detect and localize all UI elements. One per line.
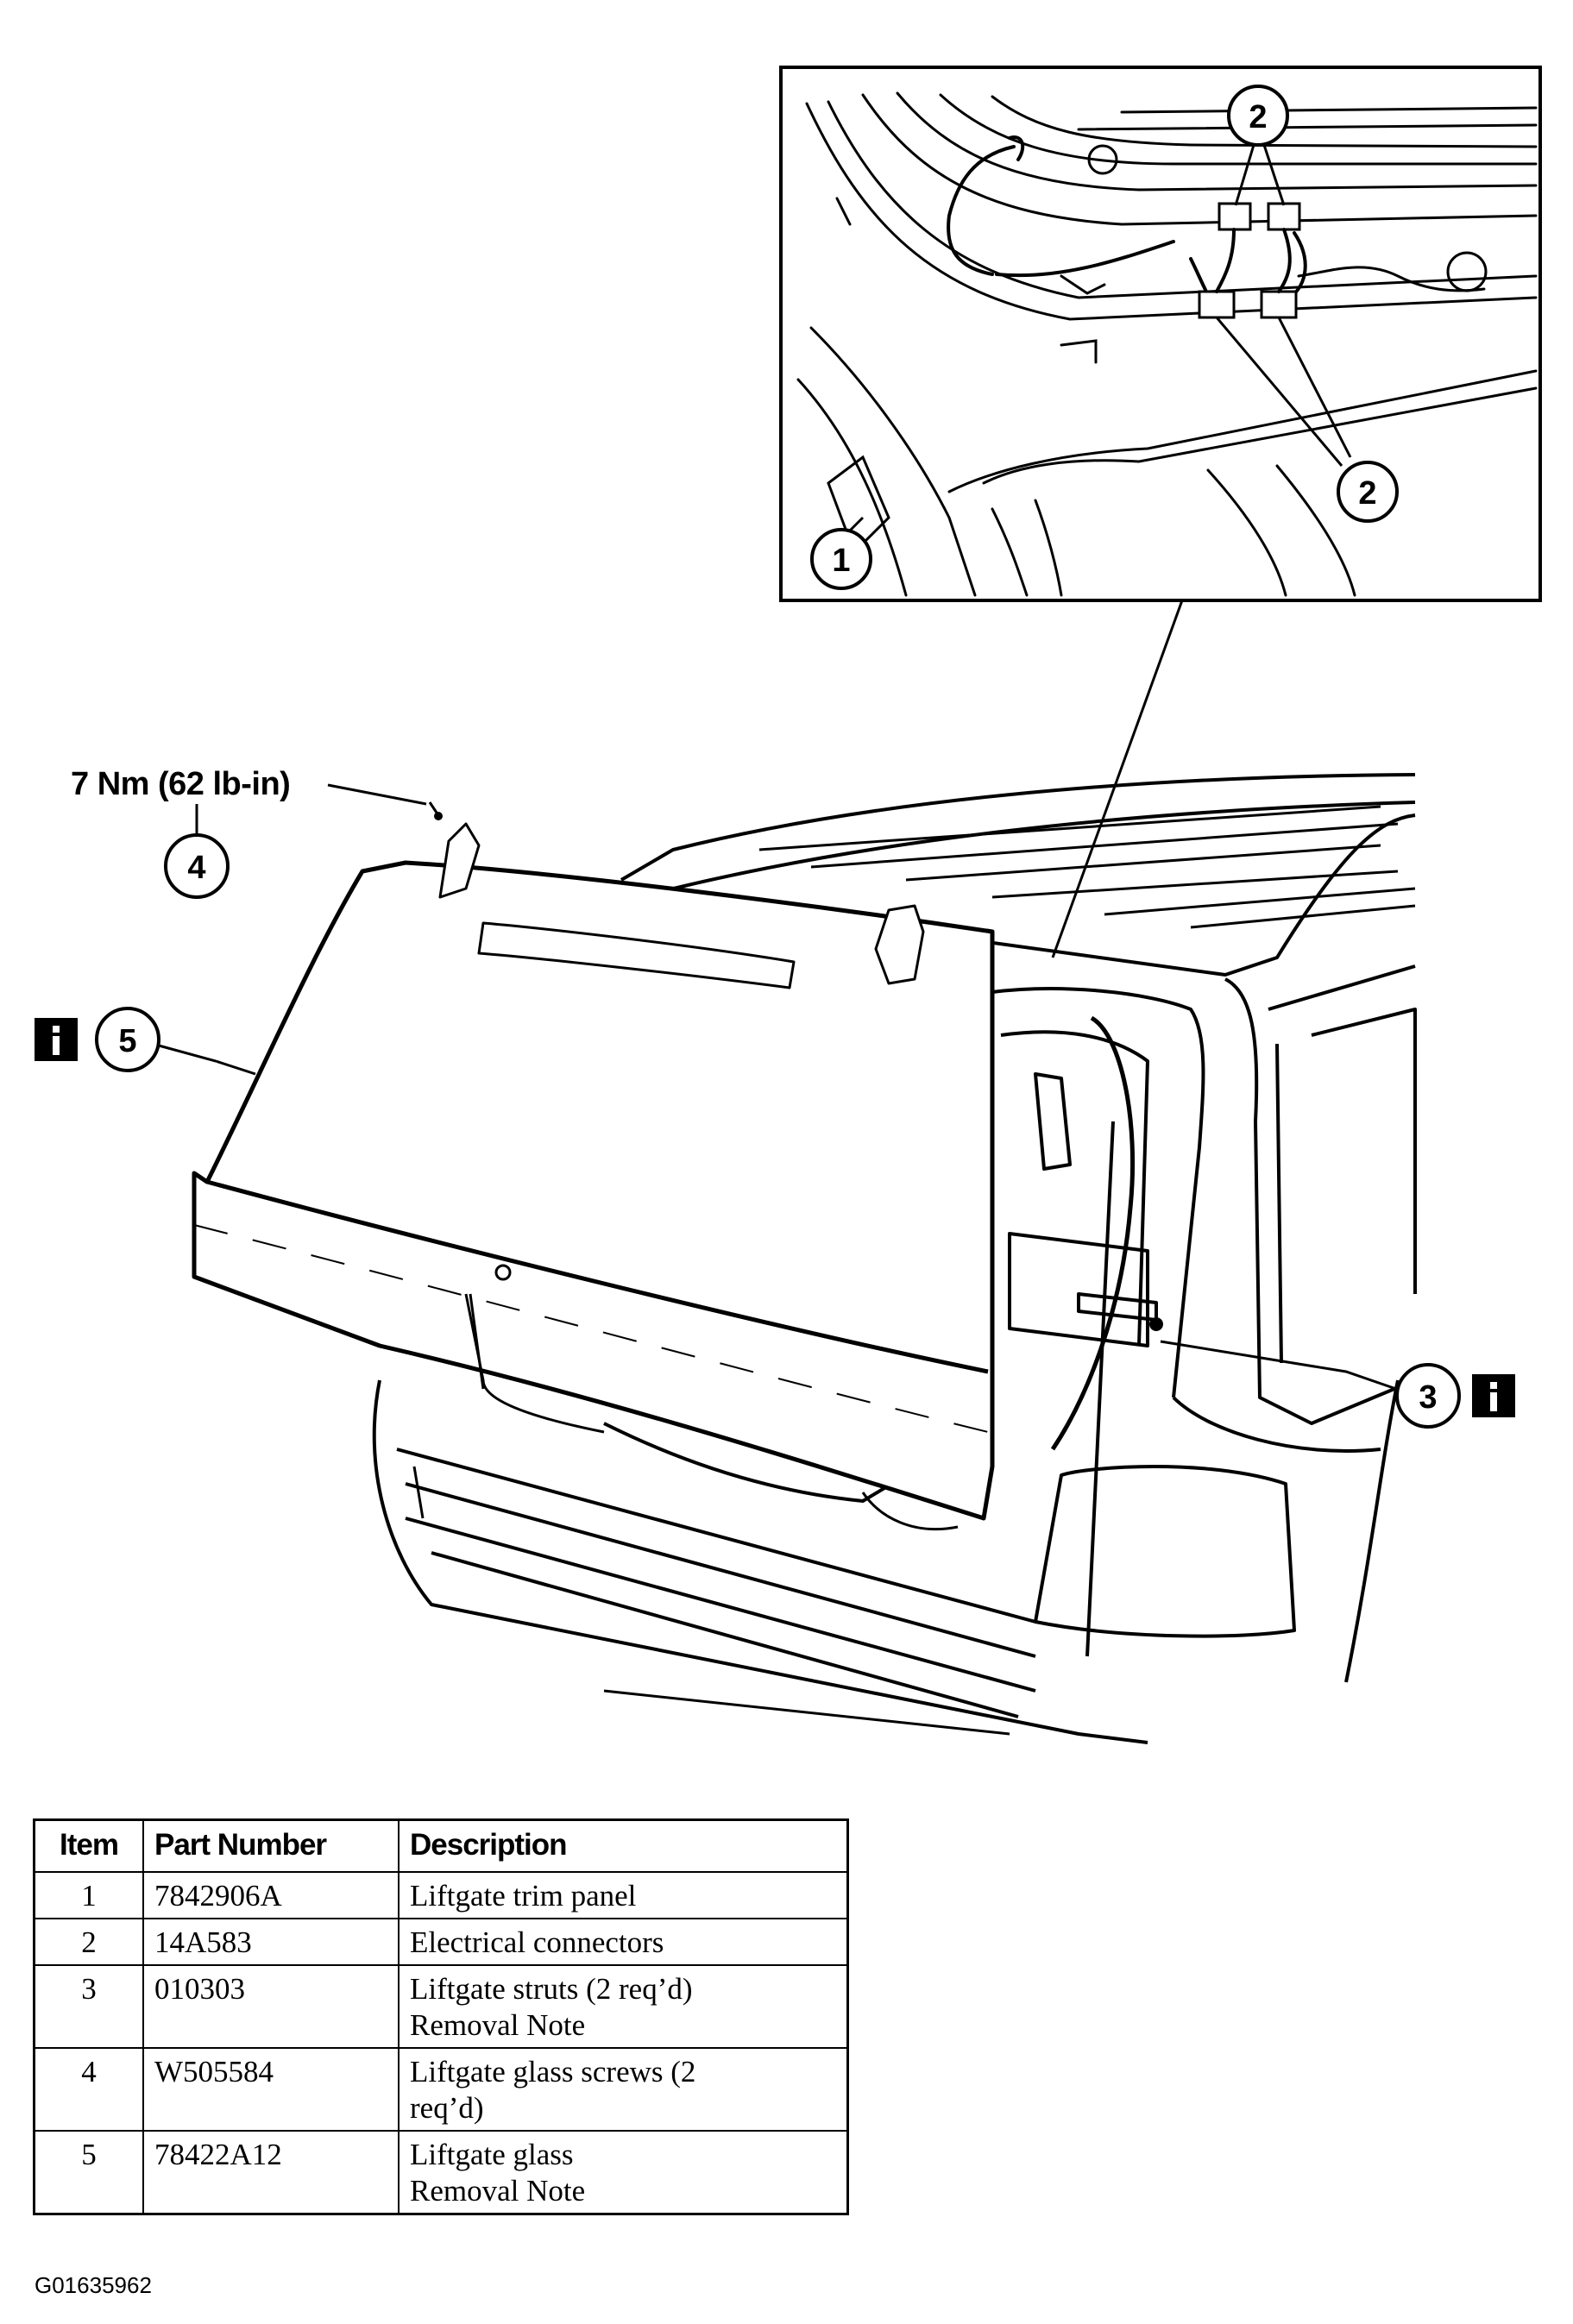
liftgate-diagram: 2 2 1 (35, 66, 1542, 1744)
removal-note-link[interactable]: Removal Note (410, 2008, 586, 2042)
table-row: 3 010303 Liftgate struts (2 req’d) Remov… (33, 1964, 849, 2049)
detail-inset: 2 2 1 (779, 66, 1542, 602)
svg-text:5: 5 (118, 1023, 136, 1059)
cell-item: 4 (33, 2047, 144, 2132)
header-item: Item (33, 1818, 144, 1873)
svg-text:1: 1 (832, 543, 850, 579)
vehicle-body (372, 773, 1417, 1744)
parts-table: Item Part Number Description 1 7842906A … (33, 1818, 849, 2215)
description-line: Liftgate glass (410, 2138, 574, 2171)
glass-screw (428, 801, 443, 820)
cell-item: 2 (33, 1918, 144, 1966)
description-line: req’d) (410, 2091, 484, 2125)
description-line: Electrical connectors (410, 1925, 664, 1959)
callout-2-top: 2 (1227, 85, 1289, 147)
description-line: Liftgate glass screws (2 (410, 2055, 696, 2088)
svg-text:2: 2 (1358, 475, 1376, 512)
svg-text:3: 3 (1419, 1379, 1437, 1416)
header-description: Description (398, 1818, 849, 1873)
callout-5: 5 (35, 1007, 256, 1076)
callout-3: 3 (1160, 1340, 1515, 1429)
cell-description: Liftgate struts (2 req’d) Removal Note (398, 1964, 849, 2049)
table-row: 5 78422A12 Liftgate glass Removal Note (33, 2130, 849, 2215)
header-part-number: Part Number (142, 1818, 400, 1873)
cell-part-number: 7842906A (142, 1871, 400, 1919)
cell-part-number: W505584 (142, 2047, 400, 2132)
callout-2-bottom: 2 (1337, 461, 1399, 523)
torque-spec-label: 7 Nm (62 lb-in) (71, 766, 291, 802)
description-line: Liftgate struts (2 req’d) (410, 1972, 693, 2006)
removal-note-link[interactable]: Removal Note (410, 2174, 586, 2208)
svg-text:4: 4 (187, 850, 205, 886)
cell-description: Electrical connectors (398, 1918, 849, 1966)
cell-item: 1 (33, 1871, 144, 1919)
table-header-row: Item Part Number Description (33, 1818, 849, 1873)
cell-part-number: 78422A12 (142, 2130, 400, 2215)
callout-1: 1 (810, 528, 872, 590)
cell-description: Liftgate trim panel (398, 1871, 849, 1919)
table-row: 2 14A583 Electrical connectors (33, 1918, 849, 1966)
description-line: Liftgate trim panel (410, 1879, 637, 1913)
table-row: 4 W505584 Liftgate glass screws (2 req’d… (33, 2047, 849, 2132)
figure-id: G01635962 (35, 2272, 152, 2298)
cell-item: 3 (33, 1964, 144, 2049)
table-row: 1 7842906A Liftgate trim panel (33, 1871, 849, 1919)
liftgate-glass (192, 822, 995, 1531)
cell-description: Liftgate glass screws (2 req’d) (398, 2047, 849, 2132)
cell-description: Liftgate glass Removal Note (398, 2130, 849, 2215)
cell-part-number: 010303 (142, 1964, 400, 2049)
cell-item: 5 (33, 2130, 144, 2215)
callout-4: 4 (164, 783, 427, 899)
svg-text:2: 2 (1249, 99, 1267, 135)
cell-part-number: 14A583 (142, 1918, 400, 1966)
